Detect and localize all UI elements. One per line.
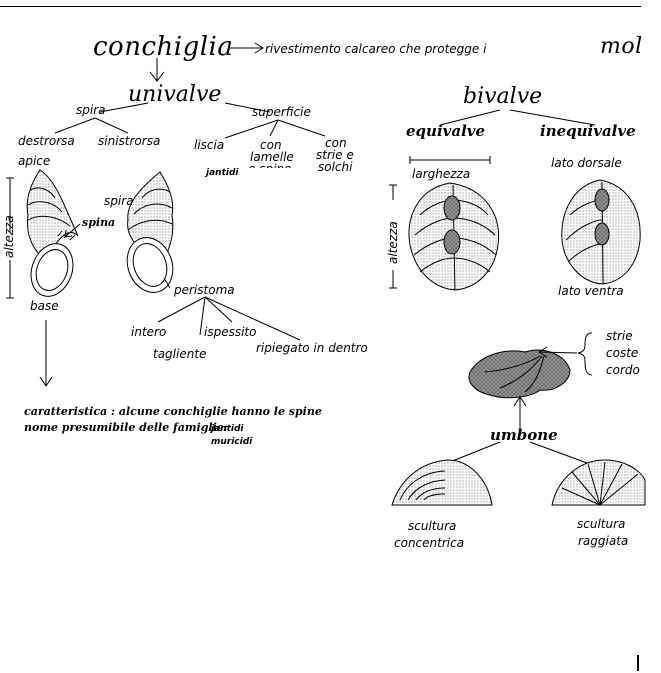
umbone-shell	[469, 350, 570, 398]
label-spira: spira	[76, 104, 106, 116]
label-superficie: superficie	[252, 106, 311, 118]
label-jantidi-small: jantidi	[206, 169, 238, 178]
inequivalve-shell	[562, 180, 640, 284]
univalve-shell-right	[120, 172, 180, 299]
definition-text: rivestimento calcareo che protegge i	[265, 43, 486, 55]
umbone-arrow	[514, 397, 526, 428]
label-coste: coste	[606, 347, 638, 359]
label-tagliente: tagliente	[153, 348, 206, 360]
label-liscia: liscia	[194, 139, 224, 151]
label-intero: intero	[131, 326, 166, 338]
label-peristoma: peristoma	[174, 284, 235, 296]
note-family-1: jantidi	[211, 425, 243, 434]
note-line-1: caratteristica : alcune conchiglie hanno…	[24, 406, 322, 417]
label-apice: apice	[18, 155, 50, 167]
equivalve-shell	[409, 183, 499, 290]
title-arrow-right	[230, 43, 263, 53]
label-con-lamelle-2: lamelle	[250, 151, 294, 163]
label-altezza-univalve: altezza	[3, 215, 15, 258]
label-ispessito: ispessito	[204, 326, 256, 338]
label-scultura-raggiata-1: scultura	[577, 518, 625, 530]
definition-cut-text: mol	[600, 36, 643, 58]
label-inequivalve: inequivalve	[540, 124, 636, 139]
label-sinistrorsa: sinistrorsa	[98, 135, 160, 147]
label-strie: strie	[606, 330, 633, 342]
label-spina: spina	[82, 217, 115, 228]
label-base: base	[30, 300, 59, 312]
bivalve-heading: bivalve	[463, 86, 542, 108]
note-family-2: muricidi	[211, 438, 252, 447]
label-destrorsa: destrorsa	[18, 135, 75, 147]
univalve-heading: univalve	[128, 84, 221, 106]
label-umbone: umbone	[490, 428, 558, 443]
label-scultura-raggiata-2: raggiata	[578, 535, 628, 547]
label-lato-ventrale: lato ventra	[558, 285, 624, 297]
width-bracket	[410, 156, 490, 164]
umbone-branches	[440, 442, 595, 466]
note-line-2: nome presumibile delle famiglie:	[24, 422, 228, 433]
label-con-strie-3: solchi	[318, 161, 352, 173]
label-equivalve: equivalve	[406, 124, 485, 139]
radiating-shell	[552, 460, 645, 505]
label-ripiegato: ripiegato in dentro	[256, 342, 368, 354]
base-arrow-down	[40, 320, 52, 386]
label-scultura-concentrica-2: concentrica	[394, 537, 464, 549]
label-con-lamelle-3: e spine	[248, 163, 291, 168]
label-larghezza: larghezza	[412, 168, 470, 180]
title-conchiglia: conchiglia	[93, 34, 233, 60]
label-spira-shell: spira	[104, 195, 134, 207]
label-lato-dorsale: lato dorsale	[551, 157, 622, 169]
concentric-shell	[392, 460, 492, 505]
label-scultura-concentrica-1: scultura	[408, 520, 456, 532]
label-cordo: cordo	[606, 364, 640, 376]
label-altezza-bivalve: altezza	[387, 221, 399, 264]
